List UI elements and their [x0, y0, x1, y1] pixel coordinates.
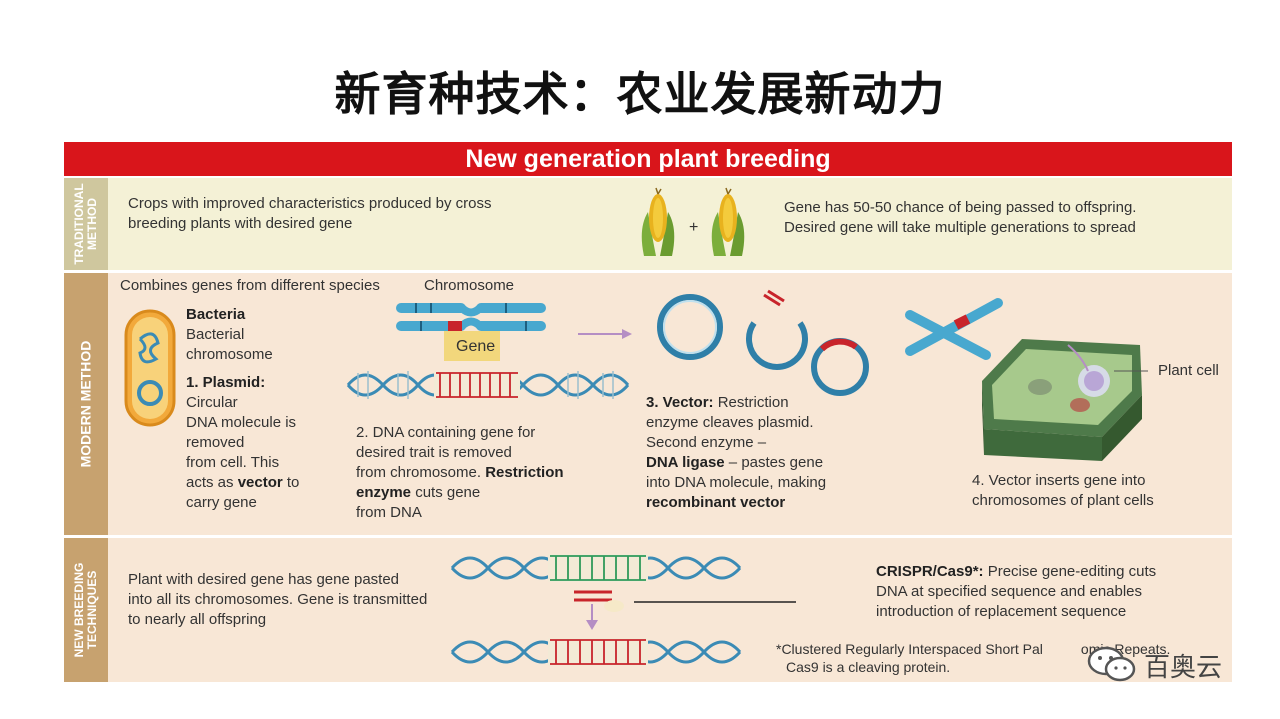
- text-bold: enzyme: [356, 484, 412, 501]
- dna-helix-icon: [450, 638, 742, 666]
- text-line: Gene has 50-50 chance of being passed to…: [784, 199, 1137, 216]
- watermark: 百奥云: [1084, 645, 1254, 685]
- text-span: – pastes gene: [724, 454, 824, 471]
- gene-box: [444, 331, 500, 361]
- chromosome-icon: [396, 303, 546, 331]
- arrow-icon: [578, 329, 632, 339]
- text-line: chromosomes of plant cells: [972, 492, 1154, 509]
- new-breeding-row: NEW BREEDING TECHNIQUES Plant with desir…: [64, 538, 1232, 682]
- traditional-side-label: TRADITIONAL METHOD: [72, 183, 99, 264]
- new-breeding-side-label: NEW BREEDING TECHNIQUES: [72, 563, 99, 658]
- wechat-icon: [1087, 646, 1136, 682]
- side-label-line: TECHNIQUES: [85, 570, 99, 650]
- text-span: cuts gene: [411, 484, 481, 501]
- plasmid-text: 1. Plasmid: Circular DNA molecule is rem…: [186, 373, 299, 513]
- text-line: Bacterial: [186, 326, 245, 343]
- crispr-title: CRISPR/Cas9*:: [876, 563, 984, 580]
- text-line: carry gene: [186, 494, 257, 511]
- gene-label: Gene: [456, 338, 496, 355]
- text-line: to nearly all offspring: [128, 611, 267, 628]
- corn-icon: [711, 187, 745, 256]
- text-line: DNA molecule is: [186, 414, 297, 431]
- modern-side-label: MODERN METHOD: [77, 340, 94, 468]
- dna-helix-icon: [346, 371, 630, 399]
- corn-icon: [641, 187, 675, 256]
- text-bold: Restriction: [485, 464, 564, 481]
- text-bold: vector: [237, 474, 283, 491]
- step4-text: 4. Vector inserts gene into chromosomes …: [972, 471, 1154, 511]
- text-line: enzyme cleaves plasmid.: [646, 414, 814, 431]
- text-bold: recombinant vector: [646, 494, 786, 511]
- text-line: Circular: [186, 394, 238, 411]
- step3-text: 3. Vector: Restriction enzyme cleaves pl…: [646, 393, 826, 513]
- chromosome-label: Chromosome: [424, 277, 515, 294]
- traditional-row: TRADITIONAL METHOD Crops with improved c…: [64, 178, 1232, 270]
- modern-side: MODERN METHOD: [64, 273, 108, 535]
- vector-chromosome-icon: [905, 298, 1003, 360]
- text-bold: DNA ligase: [646, 454, 725, 471]
- text-line: DNA at specified sequence and enables: [876, 583, 1143, 600]
- plus-sign: +: [689, 219, 699, 236]
- text-line: removed: [186, 434, 245, 451]
- text-line: into all its chromosomes. Gene is transm…: [128, 591, 428, 608]
- text-line: Desired gene will take multiple generati…: [784, 219, 1136, 236]
- text-span: acts as: [186, 474, 238, 491]
- dna-helix-icon: [450, 554, 742, 582]
- text-line: chromosome: [186, 346, 273, 363]
- text-line: Cas9 is a cleaving protein.: [786, 659, 951, 675]
- text-line: introduction of replacement sequence: [876, 603, 1127, 620]
- breeding-panel: New generation plant breeding TRADITIONA…: [64, 142, 1232, 682]
- text-line: desired trait is removed: [356, 444, 512, 461]
- plant-cell-icon: [982, 339, 1148, 461]
- footnote: *Clustered Regularly Interspaced Short P…: [776, 640, 1170, 676]
- text-span: Precise gene-editing cuts: [983, 563, 1157, 580]
- bacteria-text: Bacteria Bacterial chromosome: [186, 305, 273, 365]
- traditional-side: TRADITIONAL METHOD: [64, 178, 108, 270]
- text-span: from chromosome.: [356, 464, 486, 481]
- text-span: Restriction: [713, 394, 789, 411]
- modern-row: MODERN METHOD Combines genes from differ…: [64, 273, 1232, 535]
- plant-cell-label: Plant cell: [1158, 362, 1219, 379]
- text-line: Second enzyme –: [646, 434, 767, 451]
- text-span: *Clustered Regularly Interspaced Short P…: [776, 641, 1043, 657]
- text-line: 4. Vector inserts gene into: [972, 472, 1146, 489]
- crispr-text: CRISPR/Cas9*: Precise gene-editing cuts …: [876, 562, 1156, 622]
- text-line: Plant with desired gene has gene pasted: [128, 571, 400, 588]
- text-line: from DNA: [356, 504, 422, 521]
- text-line: from cell. This: [186, 454, 280, 471]
- text-line: breeding plants with desired gene: [128, 215, 353, 232]
- gene-insert-icon: [574, 590, 624, 630]
- pointer-line: [634, 601, 796, 603]
- bacteria-icon: [124, 309, 176, 427]
- text-bold: 3. Vector:: [646, 394, 714, 411]
- banner-title: New generation plant breeding: [64, 142, 1232, 176]
- new-breeding-side: NEW BREEDING TECHNIQUES: [64, 538, 108, 682]
- plasmid-title: 1. Plasmid:: [186, 374, 266, 391]
- slide-title: 新育种技术：农业发展新动力: [334, 67, 946, 121]
- bacteria-title: Bacteria: [186, 306, 246, 323]
- text-span: to: [282, 474, 300, 491]
- text-line: into DNA molecule, making: [646, 474, 827, 491]
- new-breeding-left-text: Plant with desired gene has gene pasted …: [128, 570, 427, 630]
- text-line: Crops with improved characteristics prod…: [128, 195, 492, 212]
- traditional-left-text: Crops with improved characteristics prod…: [128, 194, 491, 234]
- watermark-text: 百奥云: [1144, 653, 1223, 683]
- step2-text: 2. DNA containing gene for desired trait…: [356, 423, 564, 523]
- text-line: 2. DNA containing gene for: [356, 424, 536, 441]
- modern-intro: Combines genes from different species: [120, 277, 380, 294]
- plasmid-icons: [657, 289, 869, 396]
- side-label-line: METHOD: [85, 198, 99, 251]
- traditional-right-text: Gene has 50-50 chance of being passed to…: [784, 198, 1136, 238]
